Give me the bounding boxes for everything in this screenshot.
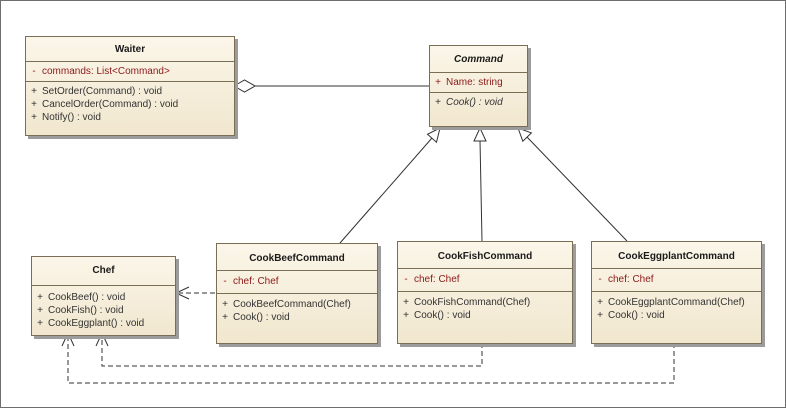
visibility-marker: + bbox=[435, 97, 441, 108]
operation-row: + SetOrder(Command) : void bbox=[26, 85, 234, 98]
visibility-marker: + bbox=[222, 312, 228, 323]
visibility-marker: + bbox=[597, 310, 603, 321]
attribute-row: + Name: string bbox=[430, 76, 527, 89]
visibility-marker: + bbox=[403, 297, 409, 308]
visibility-marker: + bbox=[435, 77, 441, 88]
class-name: CookFishCommand bbox=[398, 242, 572, 269]
operation-text: Notify() : void bbox=[42, 112, 101, 123]
operation-text: Cook() : void bbox=[608, 310, 665, 321]
attribute-row: - chef: Chef bbox=[398, 273, 572, 286]
visibility-marker: + bbox=[597, 297, 603, 308]
attribute-text: chef: Chef bbox=[233, 276, 279, 287]
class-name: Chef bbox=[32, 257, 175, 286]
attribute-text: chef: Chef bbox=[414, 274, 460, 285]
class-waiter[interactable]: Waiter - commands: List<Command> + SetOr… bbox=[25, 36, 235, 136]
attribute-text: commands: List<Command> bbox=[42, 66, 170, 77]
operations-section: + Cook() : void bbox=[430, 93, 527, 112]
attributes-section: - commands: List<Command> bbox=[26, 62, 234, 82]
class-chef[interactable]: Chef + CookBeef() : void + CookFish() : … bbox=[31, 256, 176, 336]
visibility-marker: - bbox=[223, 276, 227, 287]
visibility-marker: + bbox=[31, 112, 37, 123]
operation-text: SetOrder(Command) : void bbox=[42, 86, 163, 97]
visibility-marker: + bbox=[31, 99, 37, 110]
operation-row: + CookEggplantCommand(Chef) bbox=[592, 296, 761, 309]
attributes-section: + Name: string bbox=[430, 73, 527, 93]
operations-section: + CookBeef() : void + CookFish() : void … bbox=[32, 286, 175, 333]
operation-text: CookEggplant() : void bbox=[48, 318, 145, 329]
operation-text: Cook() : void bbox=[233, 312, 290, 323]
class-command[interactable]: Command + Name: string + Cook() : void bbox=[429, 45, 528, 127]
operation-text: Cook() : void bbox=[446, 97, 503, 108]
attribute-row: - chef: Chef bbox=[217, 275, 377, 288]
attribute-text: chef: Chef bbox=[608, 274, 654, 285]
class-name: CookEggplantCommand bbox=[592, 242, 761, 269]
visibility-marker: - bbox=[598, 274, 602, 285]
operations-section: + CookEggplantCommand(Chef) + Cook() : v… bbox=[592, 292, 761, 325]
operation-text: CookBeefCommand(Chef) bbox=[233, 299, 351, 310]
operation-text: CookBeef() : void bbox=[48, 292, 126, 303]
class-cook-beef-command[interactable]: CookBeefCommand - chef: Chef + CookBeefC… bbox=[216, 243, 378, 344]
visibility-marker: + bbox=[37, 305, 43, 316]
attributes-section: - chef: Chef bbox=[217, 271, 377, 294]
operation-row: + CookBeef() : void bbox=[32, 291, 175, 304]
operation-text: CancelOrder(Command) : void bbox=[42, 99, 179, 110]
operation-row: + Cook() : void bbox=[592, 309, 761, 322]
operation-row: + CancelOrder(Command) : void bbox=[26, 98, 234, 111]
visibility-marker: + bbox=[37, 318, 43, 329]
operation-row: + Cook() : void bbox=[398, 309, 572, 322]
operation-text: Cook() : void bbox=[414, 310, 471, 321]
operations-section: + CookBeefCommand(Chef) + Cook() : void bbox=[217, 294, 377, 327]
attribute-row: - commands: List<Command> bbox=[26, 65, 234, 78]
visibility-marker: + bbox=[31, 86, 37, 97]
visibility-marker: - bbox=[32, 66, 36, 77]
visibility-marker: + bbox=[37, 292, 43, 303]
operation-text: CookFish() : void bbox=[48, 305, 124, 316]
operation-row: + CookEggplant() : void bbox=[32, 317, 175, 330]
operation-row: + Notify() : void bbox=[26, 111, 234, 124]
visibility-marker: + bbox=[222, 299, 228, 310]
operation-row: + CookFish() : void bbox=[32, 304, 175, 317]
attributes-section: - chef: Chef bbox=[398, 269, 572, 292]
operation-text: CookEggplantCommand(Chef) bbox=[608, 297, 745, 308]
operation-row: + CookFishCommand(Chef) bbox=[398, 296, 572, 309]
class-name: CookBeefCommand bbox=[217, 244, 377, 271]
class-cook-fish-command[interactable]: CookFishCommand - chef: Chef + CookFishC… bbox=[397, 241, 573, 344]
operations-section: + SetOrder(Command) : void + CancelOrder… bbox=[26, 82, 234, 127]
visibility-marker: - bbox=[404, 274, 408, 285]
attribute-text: Name: string bbox=[446, 77, 503, 88]
operation-row: + Cook() : void bbox=[217, 311, 377, 324]
visibility-marker: + bbox=[403, 310, 409, 321]
operation-row: + Cook() : void bbox=[430, 96, 527, 109]
operation-text: CookFishCommand(Chef) bbox=[414, 297, 531, 308]
operations-section: + CookFishCommand(Chef) + Cook() : void bbox=[398, 292, 572, 325]
attribute-row: - chef: Chef bbox=[592, 273, 761, 286]
attributes-section: - chef: Chef bbox=[592, 269, 761, 292]
class-name: Waiter bbox=[26, 37, 234, 62]
class-name: Command bbox=[430, 46, 527, 73]
operation-row: + CookBeefCommand(Chef) bbox=[217, 298, 377, 311]
class-cook-eggplant-command[interactable]: CookEggplantCommand - chef: Chef + CookE… bbox=[591, 241, 762, 344]
